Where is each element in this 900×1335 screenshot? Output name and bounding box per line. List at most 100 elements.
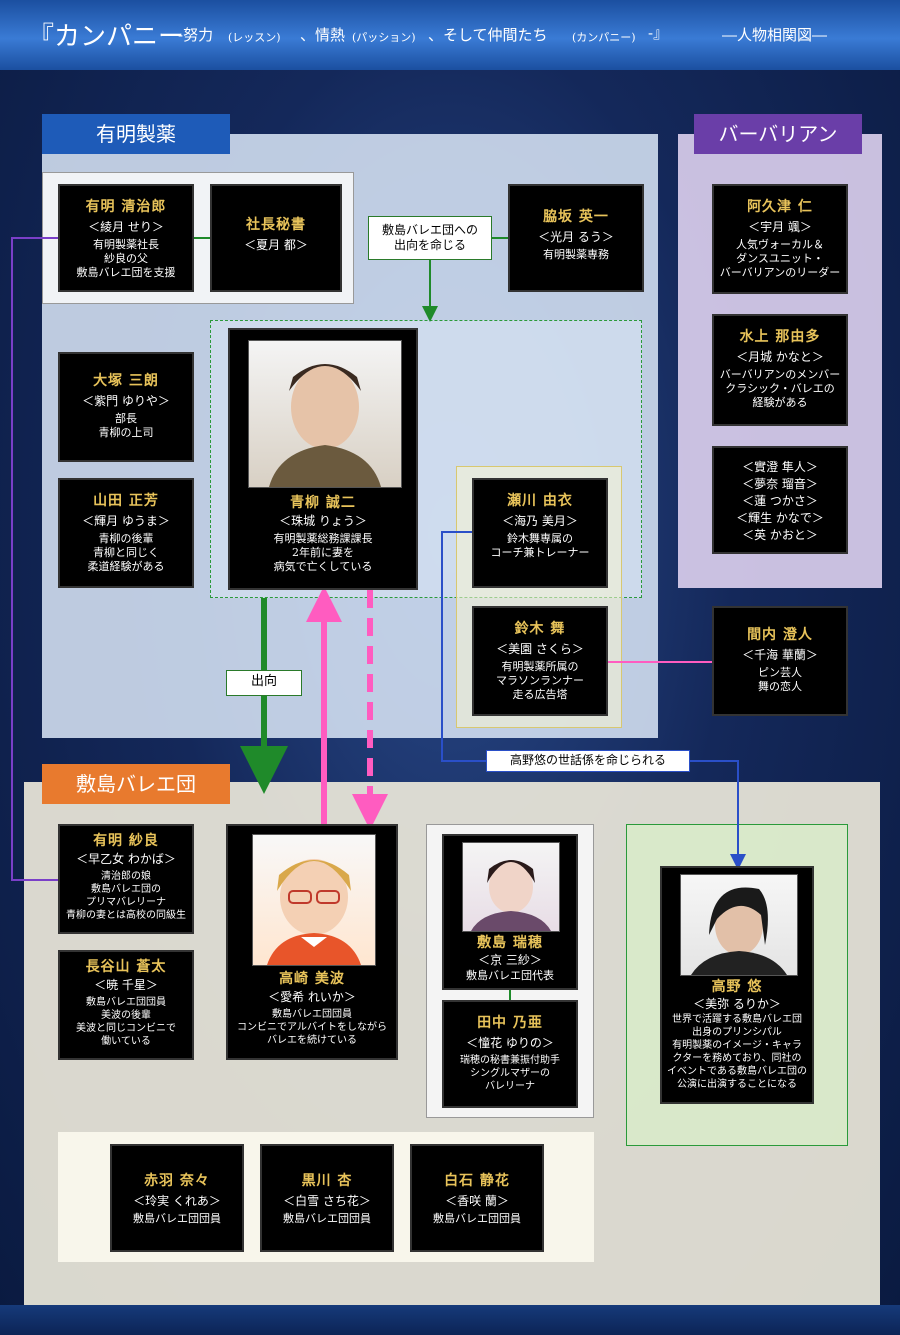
card-mizukami[interactable]: 水上 那由多 ＜月城 かなと＞ バーバリアンのメンバー クラシック・バレエの 経… <box>712 314 848 426</box>
card-otsuka[interactable]: 大塚 三朗 ＜紫門 ゆりや＞ 部長 青柳の上司 <box>58 352 194 462</box>
desc-haseyama-4: 働いている <box>101 1036 151 1047</box>
name-haseyama: 長谷山 蒼太 <box>85 959 167 975</box>
desc-tanaka-2: シングルマザーの <box>470 1068 550 1079</box>
card-suzuki[interactable]: 鈴木 舞 ＜美園 さくら＞ 有明製薬所属の マラソンランナー 走る広告塔 <box>472 606 608 716</box>
card-haseyama[interactable]: 長谷山 蒼太 ＜暁 千星＞ 敷島バレエ団団員 美波の後輩 美波と同じコンビニで … <box>58 950 194 1060</box>
actor-akutsu: ＜宇月 颯＞ <box>748 220 812 234</box>
label-order-ballet: 敷島バレエ団への 出向を命じる <box>368 216 492 260</box>
actor-tanaka: ＜憧花 ゆりの＞ <box>466 1036 554 1050</box>
name-takano: 高野 悠 <box>711 979 763 995</box>
desc-mizukami-1: バーバリアンのメンバー <box>719 368 841 381</box>
name-akabane: 赤羽 奈々 <box>144 1173 210 1189</box>
title-part1: -努力 <box>178 26 214 44</box>
card-tanaka[interactable]: 田中 乃亜 ＜憧花 ゆりの＞ 瑞穂の秘書兼振付助手 シングルマザーの バレリーナ <box>442 1000 578 1108</box>
desc-aoyagi-3: 病気で亡くしている <box>273 560 373 573</box>
desc-suzuki-2: マラソンランナー <box>496 674 584 687</box>
card-mizuho[interactable]: 敷島 瑞穂 ＜京 三紗＞ 敷島バレエ団代表 <box>442 834 578 990</box>
desc-sara-1: 清治郎の娘 <box>101 871 151 882</box>
desc-takano-6: 公演に出演することになる <box>677 1079 797 1090</box>
actor-akabane: ＜玲実 くれあ＞ <box>133 1194 221 1208</box>
desc-kurokawa-1: 敷島バレエ団団員 <box>283 1212 371 1225</box>
desc-takasaki-3: バレエを続けている <box>267 1035 357 1046</box>
desc-yamada-2: 青柳と同じく <box>93 546 159 559</box>
desc-mauchi-2: 舞の恋人 <box>758 680 802 693</box>
card-akabane[interactable]: 赤羽 奈々 ＜玲実 くれあ＞ 敷島バレエ団団員 <box>110 1144 244 1252</box>
desc-akutsu-2: ダンスユニット・ <box>736 252 824 265</box>
member-1: ＜實澄 隼人＞ <box>742 460 818 474</box>
desc-suzuki-1: 有明製薬所属の <box>501 660 579 673</box>
desc-yamada-1: 青柳の後輩 <box>98 532 154 545</box>
card-mauchi[interactable]: 間内 澄人 ＜千海 華蘭＞ ピン芸人 舞の恋人 <box>712 606 848 716</box>
header-banner: 『カンパニー -努力 (レッスン) 、情熱 (パッション) 、そして仲間たち (… <box>0 0 900 70</box>
desc-otsuka-2: 青柳の上司 <box>98 426 154 439</box>
desc-segawa-1: 鈴木舞専属の <box>507 532 573 545</box>
actor-aoyagi: ＜珠城 りょう＞ <box>279 514 367 528</box>
card-aoyagi[interactable]: 青柳 誠二 ＜珠城 りょう＞ 有明製薬総務課課長 2年前に妻を 病気で亡くしてい… <box>228 328 418 590</box>
name-aoyagi: 青柳 誠二 <box>290 495 356 511</box>
title-ruby1: (レッスン) <box>228 31 281 44</box>
name-suzuki: 鈴木 舞 <box>514 621 566 637</box>
actor-segawa: ＜海乃 美月＞ <box>502 514 578 528</box>
name-akutsu: 阿久津 仁 <box>747 199 813 215</box>
group-ariake: 有明製薬 <box>42 114 230 154</box>
title-part2: 、情熱 <box>300 26 346 44</box>
desc-mizukami-3: 経験がある <box>752 396 808 409</box>
name-kurokawa: 黒川 杏 <box>301 1173 353 1189</box>
name-wakisaka: 脇坂 英一 <box>543 209 609 225</box>
actor-takano: ＜美弥 るりか＞ <box>693 997 781 1011</box>
portrait-mizuho <box>462 842 560 932</box>
actor-kurokawa: ＜白雪 さち花＞ <box>283 1194 371 1208</box>
portrait-aoyagi-figure <box>269 364 381 487</box>
name-takasaki: 高崎 美波 <box>279 971 345 987</box>
portrait-takano-figure <box>691 887 787 975</box>
card-takasaki[interactable]: 高崎 美波 ＜愛希 れいか＞ 敷島バレエ団団員 コンビニでアルバイトをしながら … <box>226 824 398 1060</box>
card-wakisaka[interactable]: 脇坂 英一 ＜光月 るう＞ 有明製薬専務 <box>508 184 644 292</box>
actor-mauchi: ＜千海 華蘭＞ <box>742 648 818 662</box>
portrait-takano <box>680 874 798 976</box>
name-sara: 有明 紗良 <box>93 833 159 849</box>
desc-takano-5: イベントである敷島バレエ団の <box>667 1066 807 1077</box>
desc-takasaki-1: 敷島バレエ団団員 <box>272 1009 352 1020</box>
name-segawa: 瀬川 由衣 <box>507 493 573 509</box>
desc-sara-2: 敷島バレエ団の <box>91 884 161 895</box>
desc-wakisaka-1: 有明製薬専務 <box>543 248 609 261</box>
actor-mizuho: ＜京 三紗＞ <box>478 953 542 967</box>
card-shiraishi[interactable]: 白石 静花 ＜香咲 蘭＞ 敷島バレエ団団員 <box>410 1144 544 1252</box>
label-order-ballet-line2: 出向を命じる <box>393 238 466 252</box>
card-takano[interactable]: 高野 悠 ＜美弥 るりか＞ 世界で活躍する敷島バレエ団 出身のプリンシパル 有明… <box>660 866 814 1104</box>
card-seijiro[interactable]: 有明 清治郎 ＜綾月 せり＞ 有明製薬社長 紗良の父 敷島バレエ団を支援 <box>58 184 194 292</box>
desc-haseyama-3: 美波と同じコンビニで <box>76 1023 176 1034</box>
desc-mizuho-1: 敷島バレエ団代表 <box>466 969 554 982</box>
card-kurokawa[interactable]: 黒川 杏 ＜白雪 さち花＞ 敷島バレエ団団員 <box>260 1144 394 1252</box>
actor-haseyama: ＜暁 千星＞ <box>94 978 158 992</box>
member-3: ＜蓮 つかさ＞ <box>742 494 818 508</box>
name-shiraishi: 白石 静花 <box>444 1173 510 1189</box>
desc-tanaka-3: バレリーナ <box>485 1081 535 1092</box>
name-otsuka: 大塚 三朗 <box>93 373 159 389</box>
desc-aoyagi-1: 有明製薬総務課課長 <box>273 532 373 545</box>
desc-aoyagi-2: 2年前に妻を <box>292 546 354 559</box>
line-segawa-label <box>441 531 486 762</box>
actor-sara: ＜早乙女 わかば＞ <box>76 852 176 866</box>
desc-otsuka-1: 部長 <box>115 412 137 425</box>
title-main: 『カンパニー <box>28 22 185 52</box>
card-members[interactable]: ＜實澄 隼人＞ ＜夢奈 瑠音＞ ＜蓮 つかさ＞ ＜輝生 かなで＞ ＜英 かおと＞ <box>712 446 848 554</box>
name-hisho: 社長秘書 <box>246 217 306 233</box>
card-yamada[interactable]: 山田 正芳 ＜輝月 ゆうま＞ 青柳の後輩 青柳と同じく 柔道経験がある <box>58 478 194 588</box>
title-ruby3: (カンパニー) <box>572 31 636 44</box>
portrait-aoyagi <box>248 340 402 488</box>
card-sara[interactable]: 有明 紗良 ＜早乙女 わかば＞ 清治郎の娘 敷島バレエ団の プリマバレリーナ 青… <box>58 824 194 934</box>
member-5: ＜英 かおと＞ <box>742 528 818 542</box>
desc-akutsu-3: バーバリアンのリーダー <box>719 266 841 279</box>
desc-sara-3: プリマバレリーナ <box>86 897 166 908</box>
card-segawa[interactable]: 瀬川 由衣 ＜海乃 美月＞ 鈴木舞専属の コーチ兼トレーナー <box>472 478 608 588</box>
line-seijiro-sara <box>11 237 58 881</box>
desc-yamada-3: 柔道経験がある <box>87 560 165 573</box>
title-part3: 、そして仲間たち <box>428 26 548 44</box>
card-akutsu[interactable]: 阿久津 仁 ＜宇月 颯＞ 人気ヴォーカル＆ ダンスユニット・ バーバリアンのリー… <box>712 184 848 294</box>
desc-akutsu-1: 人気ヴォーカル＆ <box>736 238 824 251</box>
card-hisho[interactable]: 社長秘書 ＜夏月 都＞ <box>210 184 342 292</box>
actor-suzuki: ＜美園 さくら＞ <box>496 642 584 656</box>
desc-mizukami-2: クラシック・バレエの <box>725 382 835 395</box>
actor-otsuka: ＜紫門 ゆりや＞ <box>82 394 170 408</box>
